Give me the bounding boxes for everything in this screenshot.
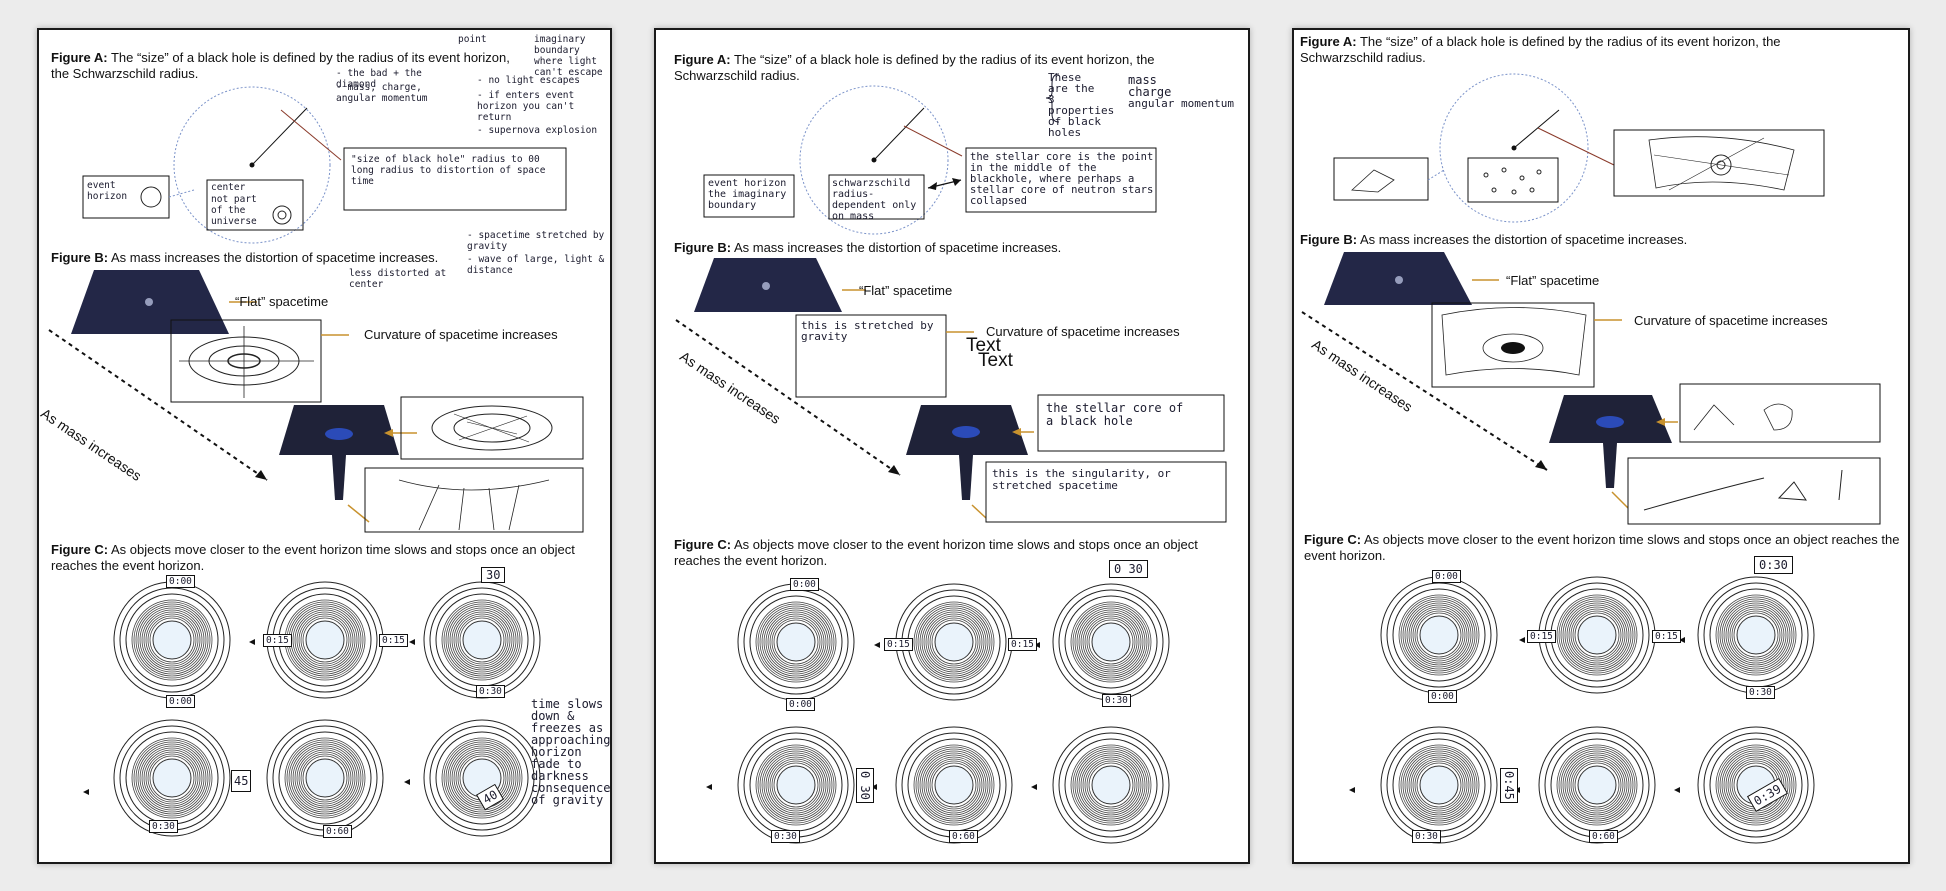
worksheet-panel-2: Figure A: The “size” of a black hole is … (654, 28, 1250, 864)
curvature-label: Curvature of spacetime increases (1634, 313, 1828, 328)
clock-0-60: 0:60 (1589, 830, 1618, 843)
clock-0-30b: 0:30 (1102, 694, 1131, 707)
note-stellar-core: the stellar core is the point in the mid… (970, 151, 1154, 207)
clock-0-30b: 0:30 (1746, 686, 1775, 699)
clock-0-45: 0:45 (1500, 768, 1518, 803)
clock-0-15b: 0:15 (1652, 630, 1681, 643)
note-stretched-2: - wave of large, light & distance (467, 254, 605, 276)
figure-b-text: As mass increases the distortion of spac… (110, 250, 439, 265)
figure-a-text: The “size” of a black hole is defined by… (51, 50, 510, 81)
panel-2-drawing (675, 73, 1227, 523)
clock-0-60: 0:60 (949, 830, 978, 843)
note-bullet-3: - no light escapes (477, 75, 580, 86)
figure-c-caption: Figure C: As objects move closer to the … (674, 537, 1244, 569)
clock-0-15b: 0:15 (379, 634, 408, 647)
note-mass: mass (1128, 73, 1157, 87)
note-event-horizon: event horizon the imaginary boundary (708, 178, 787, 211)
figure-c-label: Figure C: (51, 542, 109, 557)
text-placeholder-1: Text (966, 335, 1001, 356)
clock-0-30: 0:30 (1754, 556, 1793, 574)
note-stretched: this is stretched by gravity (801, 319, 934, 343)
clock-0-30: 0:30 (476, 685, 505, 698)
figure-a-label: Figure A: (1300, 34, 1357, 49)
figure-c-label: Figure C: (1304, 532, 1362, 547)
figure-c-text: As objects move closer to the event hori… (674, 537, 1198, 568)
figure-c-text: As objects move closer to the event hori… (1304, 532, 1900, 563)
note-event-horizon: event horizon (87, 180, 128, 202)
figure-a-caption: Figure A: The “size” of a black hole is … (674, 52, 1194, 84)
clock-0-00b: 0:00 (166, 695, 195, 708)
flat-spacetime-label: “Flat” spacetime (859, 283, 953, 298)
note-angular: angular momentum (1128, 97, 1234, 110)
figure-b-label: Figure B: (1300, 232, 1358, 247)
note-time-slows: time slows down & freezes as approaching… (531, 697, 611, 807)
figure-c-text: As objects move closer to the event hori… (51, 542, 575, 573)
note-point: point (458, 34, 487, 45)
note-properties: These are the 3 properties of black hole… (1048, 71, 1115, 139)
figure-b-caption: Figure B: As mass increases the distorti… (51, 250, 471, 266)
note-center-2: not part of the universe (211, 194, 257, 227)
note-schwarzschild: schwarzschild radius- dependent only on … (832, 178, 917, 222)
figure-c-caption: Figure C: As objects move closer to the … (1304, 532, 1904, 564)
figure-a-caption: Figure A: The “size” of a black hole is … (51, 50, 531, 82)
clock-0-15: 0:15 (1527, 630, 1556, 643)
clock-0-35: 0:30 (771, 830, 800, 843)
figure-b-caption: Figure B: As mass increases the distorti… (1300, 232, 1760, 248)
note-stellar-core-2: the stellar core of a black hole (1046, 401, 1184, 428)
clock-0-15: 0:15 (263, 634, 292, 647)
figure-a-label: Figure A: (674, 52, 731, 67)
figure-a-caption: Figure A: The “size” of a black hole is … (1300, 34, 1860, 66)
note-charge: charge (1128, 85, 1172, 99)
clock-0-15: 0:15 (884, 638, 913, 651)
figure-b-label: Figure B: (51, 250, 109, 265)
clock-0-00b: 0:00 (786, 698, 815, 711)
event-horizon-circle (173, 86, 331, 244)
clock-0-00: 0:00 (790, 578, 819, 591)
figure-b-caption: Figure B: As mass increases the distorti… (674, 240, 1114, 256)
clock-0-00: 0:00 (1432, 570, 1461, 583)
flat-spacetime-label: “Flat” spacetime (235, 294, 329, 309)
curvature-label: Curvature of spacetime increases (986, 324, 1180, 339)
clock-0-35: 0:30 (1412, 830, 1441, 843)
worksheet-panel-1: Figure A: The “size” of a black hole is … (37, 28, 612, 864)
note-stretched: - spacetime stretched by gravity (467, 230, 605, 252)
figure-b-label: Figure B: (674, 240, 732, 255)
clock-0-15b: 0:15 (1008, 638, 1037, 651)
curvature-label: Curvature of spacetime increases (364, 327, 558, 342)
figure-b-text: As mass increases the distortion of spac… (1359, 232, 1688, 247)
figure-a-text: The “size” of a black hole is defined by… (1300, 34, 1781, 65)
clock-45: 45 (231, 770, 252, 792)
note-bullet-4: - if enters event horizon you can't retu… (477, 90, 575, 123)
figure-a-label: Figure A: (51, 50, 108, 65)
figure-b-text: As mass increases the distortion of spac… (733, 240, 1062, 255)
clock-0-60: 0:60 (323, 825, 352, 838)
panel-1-drawing (48, 86, 584, 533)
note-center: center (211, 182, 246, 193)
figure-c-label: Figure C: (674, 537, 732, 552)
clock-0-00: 0:00 (166, 575, 195, 588)
clock-0-00b: 0:00 (1428, 690, 1457, 703)
clock-0-30c: 0 30 (856, 768, 874, 803)
clock-30: 30 (481, 567, 506, 583)
note-bullet-2: - mass, charge, angular momentum (336, 82, 428, 104)
note-distorted: less distorted at center (349, 268, 447, 290)
figure-c-caption: Figure C: As objects move closer to the … (51, 542, 606, 574)
note-imaginary: imaginary boundary where light can't esc… (534, 34, 603, 78)
panel-3-drawing (1301, 73, 1881, 525)
worksheet-panel-3: Figure A: The “size” of a black hole is … (1292, 28, 1910, 864)
figure-a-text: The “size” of a black hole is defined by… (674, 52, 1155, 83)
flat-spacetime-label: “Flat” spacetime (1506, 273, 1600, 288)
note-bullet-5: - supernova explosion (477, 125, 598, 136)
clock-0-30: 0 30 (1109, 560, 1148, 578)
note-bullet-1: - the bad + the diamond (336, 68, 422, 90)
text-placeholder-2: Text (978, 350, 1013, 371)
note-size-box: "size of black hole" radius to 00 long r… (351, 154, 546, 187)
note-singularity: this is the singularity, or stretched sp… (992, 467, 1171, 492)
clock-0-35: 0:30 (149, 820, 178, 833)
